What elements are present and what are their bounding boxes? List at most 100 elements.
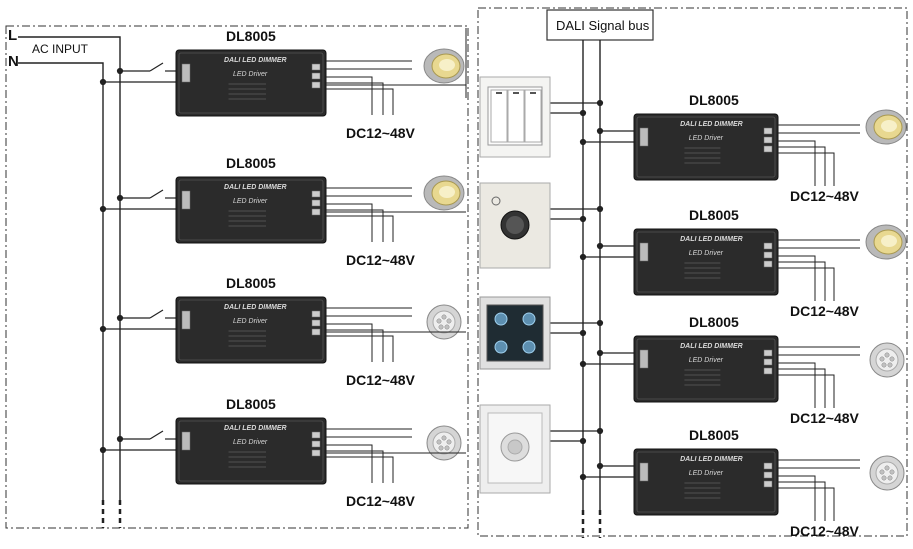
driver-model-label: DL8005 — [689, 427, 739, 443]
bus-tap — [579, 462, 636, 481]
junction-dot — [596, 427, 604, 435]
output-wires — [326, 428, 412, 483]
dimmer-plate — [479, 182, 551, 269]
output-terminal — [763, 251, 773, 259]
output-terminal — [763, 127, 773, 135]
touch-button — [494, 312, 508, 326]
junction-dot — [116, 435, 124, 443]
bus-tap — [579, 242, 636, 261]
rocker-key — [524, 89, 542, 143]
junction-dot — [579, 109, 587, 117]
controller-group — [479, 76, 604, 494]
junction-dot — [596, 127, 604, 135]
downlight-cob-icon — [865, 109, 907, 145]
output-terminal — [763, 358, 773, 366]
led-chip — [879, 356, 885, 362]
controller-bus-wires — [550, 99, 604, 117]
input-terminal — [181, 431, 191, 451]
touch-button — [494, 340, 508, 354]
lamp-reflector — [875, 461, 899, 485]
driver-subtitle: LED Driver — [233, 198, 268, 205]
led-chip — [446, 318, 452, 324]
mains-tap — [99, 62, 178, 86]
spotlight-multi-led-icon — [869, 455, 905, 491]
junction-dot — [99, 325, 107, 333]
output-drop-wire — [778, 487, 835, 521]
driver-model-label: DL8005 — [689, 314, 739, 330]
output-terminal — [763, 367, 773, 375]
dali-bus-label: DALI Signal bus — [556, 18, 650, 33]
junction-dot — [99, 446, 107, 454]
output-terminal — [311, 328, 321, 336]
led-chip — [889, 469, 895, 475]
output-wires — [778, 124, 860, 186]
input-terminal — [181, 190, 191, 210]
wall-switch-panel-icon — [479, 76, 604, 158]
spotlight-multi-led-icon — [426, 304, 462, 340]
output-drop-wire — [326, 335, 394, 362]
driver-brand: DALI LED DIMMER — [680, 343, 743, 350]
junction-dot — [579, 473, 587, 481]
driver-bevel — [636, 338, 776, 400]
output-wires — [778, 459, 860, 521]
junction-dot — [596, 242, 604, 250]
driver-brand: DALI LED DIMMER — [224, 184, 287, 191]
input-terminal — [639, 242, 649, 262]
led-chip — [887, 475, 893, 481]
output-drop-wire — [778, 140, 816, 186]
led-chip — [446, 439, 452, 445]
touch-button — [522, 312, 536, 326]
neutral-label: N — [8, 53, 19, 70]
input-terminal — [639, 349, 649, 369]
bus-tap — [579, 127, 636, 146]
output-terminal — [311, 449, 321, 457]
output-terminal — [763, 471, 773, 479]
lamp-highlight — [439, 186, 455, 198]
led-driver: DALI LED DIMMER LED Driver — [175, 176, 327, 244]
led-chip — [444, 445, 450, 451]
led-chip — [444, 324, 450, 330]
controller-bus-wires — [550, 205, 604, 223]
output-drop-wire — [326, 88, 394, 115]
led-chip — [879, 469, 885, 475]
junction-dot — [116, 67, 124, 75]
led-chip — [884, 465, 890, 471]
junction-dot — [596, 205, 604, 213]
bus-tap — [579, 349, 636, 368]
output-terminal — [311, 310, 321, 318]
line-label: L — [8, 27, 17, 44]
driver-brand: DALI LED DIMMER — [224, 57, 287, 64]
driver-brand: DALI LED DIMMER — [680, 456, 743, 463]
output-terminal — [763, 145, 773, 153]
downlight-cob-icon — [865, 224, 907, 260]
output-drop-wire — [778, 368, 826, 408]
output-drop-wire — [326, 329, 384, 362]
driver-subtitle: LED Driver — [689, 357, 724, 364]
junction-dot — [116, 194, 124, 202]
led-chip — [441, 314, 447, 320]
output-drop-wire — [778, 267, 835, 301]
output-terminal — [311, 319, 321, 327]
output-terminal — [311, 199, 321, 207]
driver-brand: DALI LED DIMMER — [224, 425, 287, 432]
mains-tap — [99, 430, 178, 454]
junction-dot — [596, 349, 604, 357]
output-drop-wire — [326, 215, 394, 242]
output-drop-wire — [326, 76, 373, 115]
downlight-cob-icon — [423, 48, 465, 84]
output-drop-wire — [778, 362, 816, 408]
controller-bus-wires — [550, 319, 604, 337]
rocker-indicator — [513, 92, 519, 94]
mains-tap — [99, 189, 178, 213]
output-terminal — [763, 480, 773, 488]
output-voltage-label: DC12~48V — [790, 410, 860, 426]
rotary-dimmer-icon — [479, 182, 604, 269]
junction-dot — [596, 319, 604, 327]
